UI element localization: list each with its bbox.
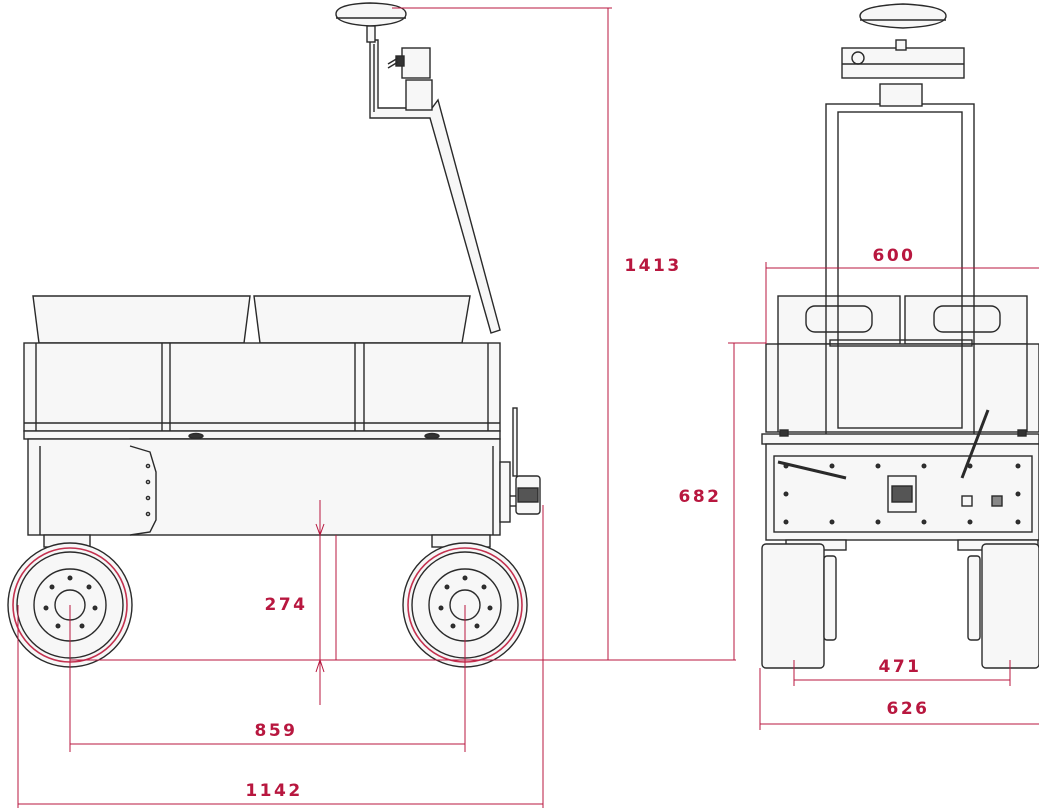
front-wheels — [761, 539, 1039, 669]
dim-label-wheelbase: 859 — [254, 721, 298, 741]
side-view — [7, 2, 541, 668]
dim-label-ground-clearance: 274 — [264, 595, 308, 615]
dim-label-platform-width: 600 — [872, 246, 916, 266]
dimension-lines — [17, 7, 1039, 808]
front-chassis — [761, 409, 1039, 541]
side-gnss-mast — [335, 2, 501, 334]
side-front-sensor — [499, 407, 541, 523]
front-bins — [765, 295, 1039, 433]
side-wheel-mounts — [43, 534, 491, 548]
dim-label-inner-track-width: 471 — [878, 657, 922, 677]
dim-label-overall-width: 626 — [886, 699, 930, 719]
front-view — [761, 3, 1039, 669]
dim-label-overall-length: 1142 — [245, 781, 303, 801]
dim-label-platform-height: 682 — [678, 487, 722, 507]
dim-label-overall-height: 1413 — [624, 256, 682, 276]
side-chassis — [27, 438, 501, 536]
side-crates — [23, 295, 501, 432]
